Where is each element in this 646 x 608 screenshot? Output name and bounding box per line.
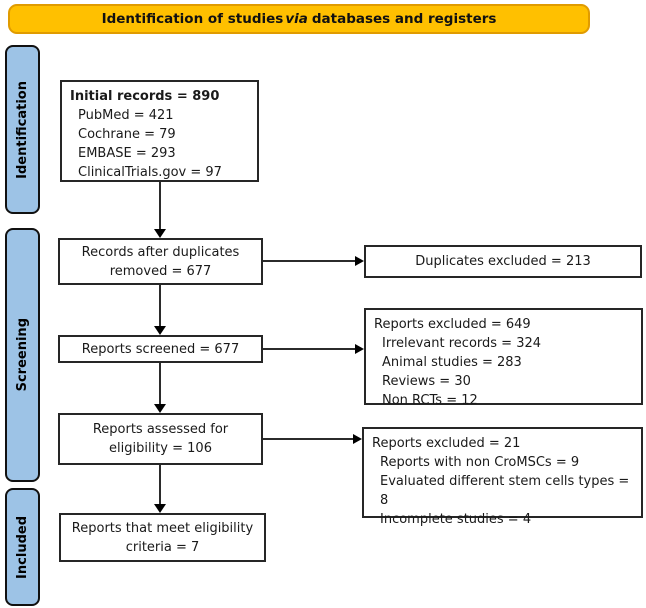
box-reports-excluded-screening-list: Irrelevant records = 324 Animal studies … [374, 334, 633, 410]
stage-label-included: Included [5, 488, 40, 606]
stage-label-identification-text: Identification [15, 80, 30, 179]
box-reports-excluded-eligibility: Reports excluded = 21 Reports with non C… [362, 427, 643, 527]
arrow-head-down-icon [154, 404, 166, 413]
list-item: Animal studies = 283 [382, 355, 522, 370]
box-reports-screened: Reports screened = 677 [58, 335, 263, 363]
arrow-head-down-icon [154, 504, 166, 513]
arrow-head-right-icon [355, 344, 364, 354]
arrow-line [263, 260, 355, 262]
box-initial-records: Initial records = 890 PubMed = 421 Cochr… [60, 80, 259, 182]
stage-label-identification: Identification [5, 45, 40, 214]
arrow-line [263, 348, 355, 350]
box-reports-included-line1: Reports that meet eligibility [71, 520, 254, 536]
list-item: Cochrane = 79 [78, 127, 176, 142]
box-initial-records-title: Initial records = 890 [70, 89, 220, 104]
box-reports-excluded-screening: Reports excluded = 649 Irrelevant record… [364, 308, 643, 408]
list-item: Evaluated different stem cells types = 8 [380, 474, 630, 508]
list-item: Irrelevant records = 324 [382, 336, 542, 351]
box-reports-included-line2: criteria = 7 [125, 539, 200, 555]
box-duplicates-excluded-label: Duplicates excluded = 213 [415, 254, 591, 269]
list-item: Reports with non CroMSCs = 9 [380, 455, 580, 470]
banner-text-prefix: Identification of studies [101, 11, 284, 27]
arrow-head-right-icon [353, 434, 362, 444]
box-reports-included: Reports that meet eligibility criteria =… [59, 513, 266, 562]
stage-label-included-text: Included [15, 515, 30, 579]
arrow-head-down-icon [154, 229, 166, 238]
box-reports-assessed-line2: eligibility = 106 [109, 441, 212, 456]
box-reports-excluded-eligibility-title: Reports excluded = 21 [372, 436, 521, 451]
list-item: Reviews = 30 [382, 374, 471, 389]
arrow-head-down-icon [154, 326, 166, 335]
stage-label-screening-text: Screening [15, 318, 30, 392]
list-item: PubMed = 421 [78, 108, 174, 123]
stage-label-screening: Screening [5, 228, 40, 482]
arrow-line [263, 438, 353, 440]
arrow-line [159, 363, 161, 404]
list-item: ClinicalTrials.gov = 97 [78, 165, 222, 180]
list-item: Non RCTs = 12 [382, 393, 478, 408]
box-reports-screened-label: Reports screened = 677 [81, 341, 240, 357]
banner-text-suffix: databases and registers [311, 11, 497, 27]
box-duplicates-excluded: Duplicates excluded = 213 [364, 245, 642, 278]
box-reports-excluded-screening-title: Reports excluded = 649 [374, 317, 531, 332]
box-initial-records-list: PubMed = 421 Cochrane = 79 EMBASE = 293 … [70, 106, 249, 182]
arrow-line [159, 182, 161, 229]
box-duplicates-removed: Records after duplicates removed = 677 [58, 238, 263, 285]
list-item: EMBASE = 293 [78, 146, 176, 161]
box-duplicates-removed-line1: Records after duplicates [81, 244, 240, 260]
box-reports-assessed: Reports assessed for eligibility = 106 [58, 413, 263, 465]
box-reports-assessed-line1: Reports assessed for [92, 422, 229, 437]
list-item: Incomplete studies = 4 [380, 512, 532, 527]
arrow-line [159, 465, 161, 504]
box-duplicates-removed-line2: removed = 677 [109, 263, 212, 279]
arrow-line [159, 285, 161, 326]
box-reports-excluded-eligibility-list: Reports with non CroMSCs = 9 Evaluated d… [372, 453, 633, 529]
banner-text-via: via [285, 11, 308, 27]
arrow-head-right-icon [355, 256, 364, 266]
banner: Identification of studies via databases … [8, 4, 590, 34]
